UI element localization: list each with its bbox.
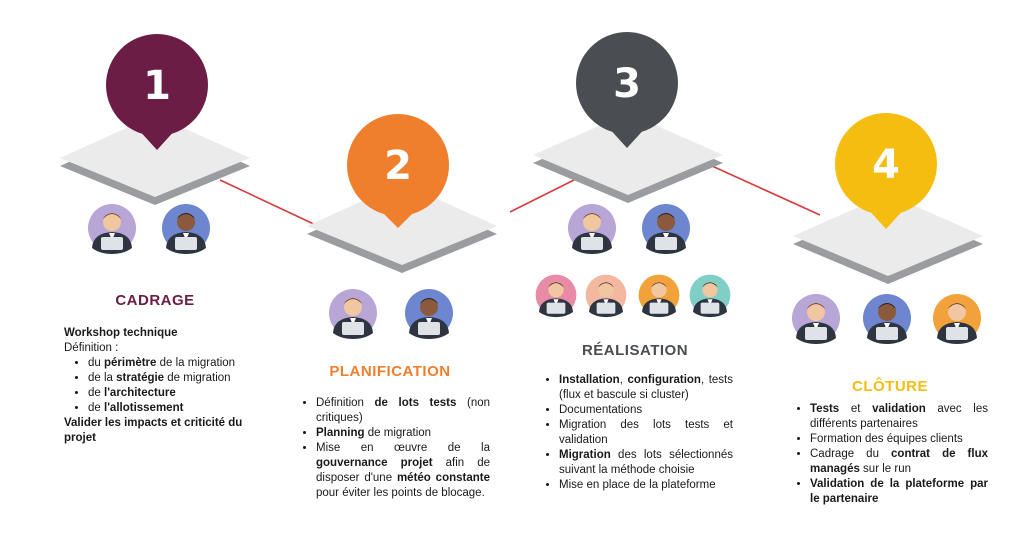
connector-line	[509, 177, 579, 213]
bullet-item: Formation des équipes clients	[810, 432, 988, 447]
svg-text:4: 4	[872, 142, 900, 188]
team-avatars-1	[88, 204, 210, 254]
platform-1	[60, 115, 250, 205]
team-avatars-4	[792, 294, 981, 344]
stage-pin-1: 1	[106, 34, 208, 150]
consultant-avatar-icon	[642, 204, 690, 254]
bullet-item: Validation de la plateforme par le parte…	[810, 477, 988, 507]
stage-3-list: Installation, configuration, tests (flux…	[543, 373, 733, 493]
bullet-item: Migration des lots sélectionnés suivant …	[559, 448, 733, 478]
bullet-item: de la stratégie de migration	[88, 371, 254, 386]
definition-intro: Définition :	[64, 342, 119, 354]
stage-1-list: du périmètre de la migrationde la straté…	[64, 356, 254, 416]
partner-avatar-icon	[933, 294, 981, 344]
bullet-item: Mise en œuvre de la gouvernance projet a…	[316, 441, 490, 501]
team-avatars-3	[535, 204, 731, 318]
consultant-avatar-icon	[863, 294, 911, 344]
consultant-avatar-icon	[568, 204, 616, 254]
stage-3-description: Installation, configuration, tests (flux…	[543, 373, 733, 493]
stage-title-realisation: RÉALISATION	[581, 342, 689, 359]
connector-line	[219, 179, 319, 227]
workshop-heading: Workshop technique	[64, 327, 178, 339]
bullet-item: de l'architecture	[88, 386, 254, 401]
stage-2-list: Définition de lots tests (non critiques)…	[300, 396, 490, 501]
platform-4	[793, 194, 983, 284]
bullet-item: du périmètre de la migration	[88, 356, 254, 371]
stage-title-planification: PLANIFICATION	[329, 363, 451, 380]
stage-4-description: Tests et validation avec les différents …	[794, 402, 988, 507]
team-member-avatar-icon	[638, 274, 680, 318]
stage-title-cadrage: CADRAGE	[115, 292, 195, 309]
bullet-item: Tests et validation avec les différents …	[810, 402, 988, 432]
consultant-avatar-icon	[88, 204, 136, 254]
bullet-item: Migration des lots tests et validation	[559, 418, 733, 448]
bullet-item: Documentations	[559, 403, 733, 418]
svg-text:1: 1	[143, 63, 171, 109]
stage-pin-3: 3	[576, 32, 678, 148]
stage-title-cloture: CLÔTURE	[852, 378, 928, 395]
team-member-avatar-icon	[689, 274, 731, 318]
stage-pin-4: 4	[835, 113, 937, 229]
stage-pin-2: 2	[347, 114, 449, 228]
team-avatars-2	[329, 289, 453, 339]
stage-4-list: Tests et validation avec les différents …	[794, 402, 988, 507]
bullet-item: Planning de migration	[316, 426, 490, 441]
stage-2-description: Définition de lots tests (non critiques)…	[300, 396, 490, 501]
consultant-avatar-icon	[405, 289, 453, 339]
bullet-item: Définition de lots tests (non critiques)	[316, 396, 490, 426]
consultant-avatar-icon	[329, 289, 377, 339]
consultant-avatar-icon	[792, 294, 840, 344]
bullet-item: Mise en place de la plateforme	[559, 478, 733, 493]
svg-text:3: 3	[613, 61, 641, 107]
stage-1-footer: Valider les impacts et criticité du proj…	[64, 417, 243, 444]
bullet-item: de l'allotissement	[88, 401, 254, 416]
bullet-item: Installation, configuration, tests (flux…	[559, 373, 733, 403]
team-member-avatar-icon	[585, 274, 627, 318]
platform-3	[533, 113, 723, 203]
team-member-avatar-icon	[535, 274, 577, 318]
consultant-avatar-icon	[162, 204, 210, 254]
connector-line	[711, 165, 821, 216]
stage-1-description: Workshop technique Définition : du périm…	[64, 326, 254, 446]
svg-text:2: 2	[384, 143, 412, 189]
bullet-item: Cadrage du contrat de flux managés sur l…	[810, 447, 988, 477]
